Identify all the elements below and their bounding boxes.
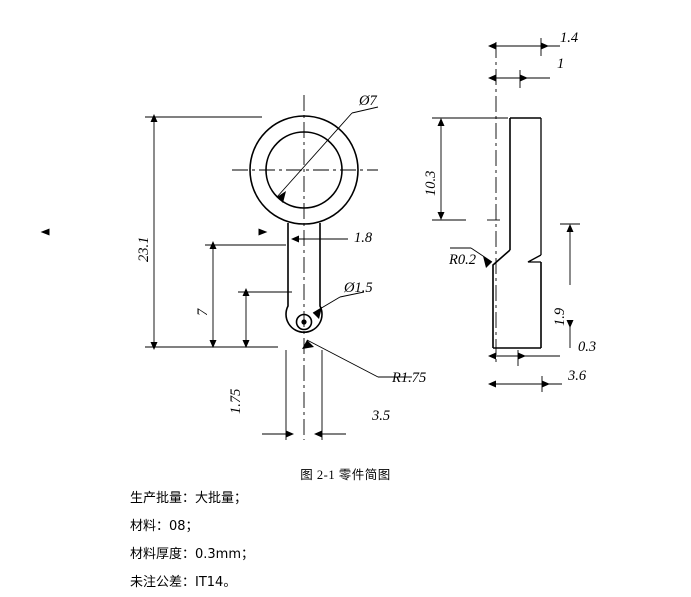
dim-thickness: 0.3: [578, 339, 596, 355]
note-tolerance: 未注公差：IT14。: [130, 575, 237, 590]
dim-tail-radius: R1.75: [391, 370, 426, 386]
note-thickness: 材料厚度：0.3mm；: [130, 547, 255, 562]
dim-neck-width: 1.8: [354, 230, 373, 246]
front-view-centerlines: [232, 95, 378, 440]
front-view-dimension-lines: [40, 106, 412, 440]
side-view-outline: [492, 117, 542, 349]
dim-inner-flange-width: 1: [557, 56, 564, 72]
dim-tail-width: 3.5: [371, 408, 390, 424]
dim-total-width: 3.6: [567, 368, 587, 384]
side-view-dimension-lines: [432, 38, 580, 392]
dim-lower-height: 1.75: [228, 389, 244, 414]
dim-side-height: 10.3: [423, 171, 439, 196]
note-batch: 生产批量：大批量；: [130, 491, 248, 506]
dim-hole-diameter: Ø7: [358, 93, 377, 109]
notes-block: 生产批量：大批量； 材料：08； 材料厚度：0.3mm； 未注公差：IT14。: [130, 485, 254, 597]
dim-top-flange-width: 1.4: [560, 30, 578, 46]
dim-neck-length: 7: [195, 308, 211, 316]
figure-caption: 图 2-1 零件简图: [300, 468, 391, 482]
side-view-inner-lines: [527, 118, 542, 263]
dim-overall-height: 23.1: [136, 237, 152, 262]
dim-bend-radius: R0.2: [448, 252, 476, 268]
dim-step-height: 1.9: [552, 307, 568, 326]
dim-small-hole-diameter: Ø1.5: [343, 280, 373, 296]
note-material: 材料：08；: [130, 519, 199, 534]
